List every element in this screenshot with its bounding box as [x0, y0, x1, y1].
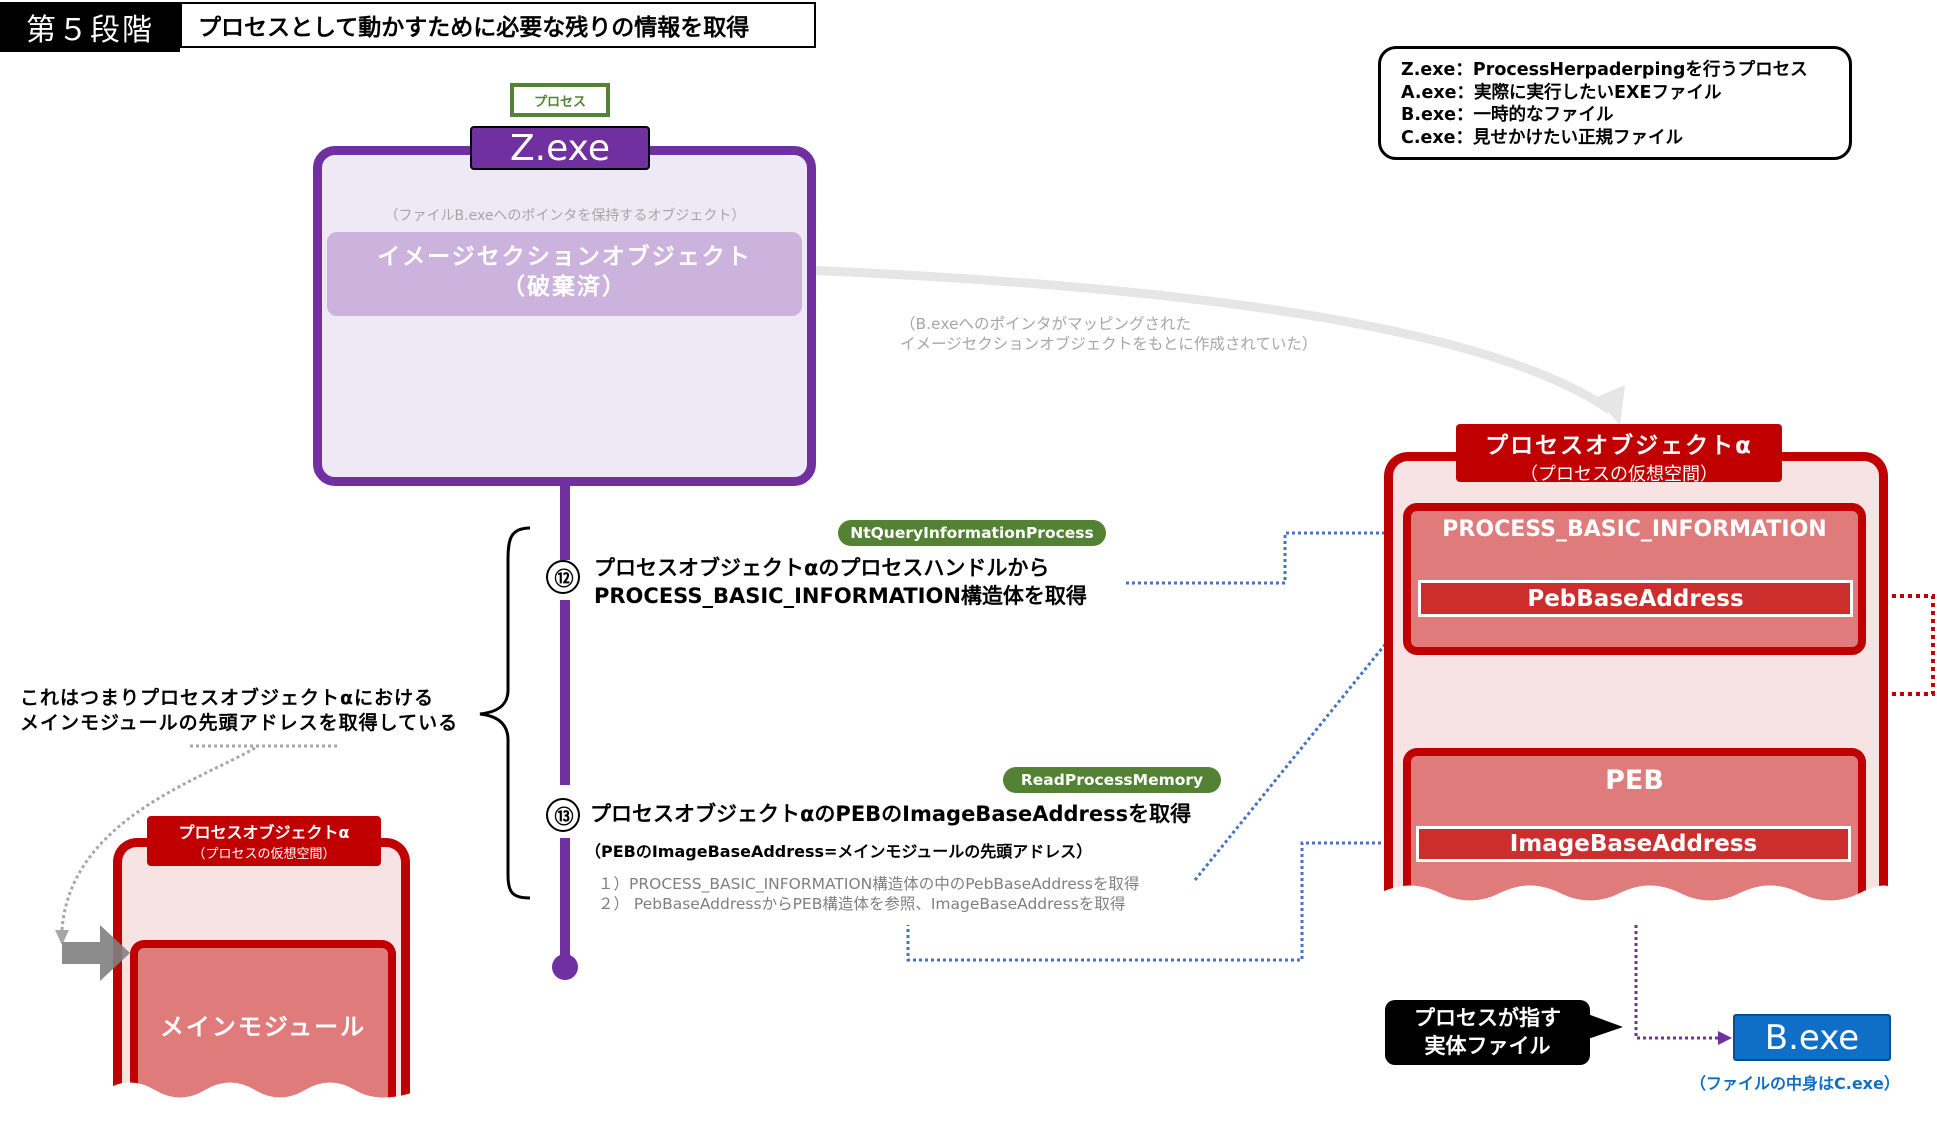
mapping-note: （B.exeへのポインタがマッピングされた イメージセクションオブジェクトをもと… [900, 315, 1318, 353]
step-13-details: １）PROCESS_BASIC_INFORMATION構造体の中のPebBase… [598, 875, 1140, 913]
z-process-name: Z.exe [470, 126, 650, 170]
legend-box: Z.exe：ProcessHerpaderpingを行うプロセス A.exe：実… [1378, 46, 1852, 160]
brace-note: これはつまりプロセスオブジェクトαにおける メインモジュールの先頭アドレスを取得… [20, 687, 459, 734]
b-exe-note: （ファイルの中身はC.exe） [1690, 1074, 1900, 1093]
step-number-12: ⑫ [546, 560, 580, 594]
curly-brace [479, 526, 531, 900]
step-12-text: プロセスオブジェクトαのプロセスハンドルから PROCESS_BASIC_INF… [594, 556, 1087, 608]
gray-curve-arrowhead [1595, 385, 1625, 425]
image-section-status: （破棄済） [502, 274, 627, 300]
stage-label: 第５段階 [0, 2, 180, 52]
z-process-box [313, 146, 816, 486]
legend-item-c: C.exe：見せかけたい正規ファイル [1401, 127, 1684, 148]
bexe-arrowhead [1718, 1031, 1732, 1045]
step-number-13: ⑬ [546, 798, 580, 832]
stage-title: プロセスとして動かすために必要な残りの情報を取得 [180, 2, 816, 48]
pbi-label: PROCESS_BASIC_INFORMATION [1442, 517, 1827, 542]
timeline-end-dot [552, 954, 578, 980]
step-13-text: プロセスオブジェクトαのPEBのImageBaseAddressを取得 [590, 802, 1192, 826]
process-tag: プロセス [510, 83, 610, 117]
api-pill-readprocessmemory: ReadProcessMemory [1003, 767, 1221, 793]
main-module-label: メインモジュール [159, 1012, 367, 1041]
pbi-struct-box: PROCESS_BASIC_INFORMATION [1403, 503, 1866, 655]
legend-item-a: A.exe：実際に実行したいEXEファイル [1401, 82, 1722, 103]
step-13-sub: （PEBのImageBaseAddress=メインモジュールの先頭アドレス） [585, 842, 1093, 861]
image-base-address-field: ImageBaseAddress [1416, 826, 1851, 862]
image-section-title: イメージセクションオブジェクト [377, 244, 752, 270]
process-alpha-small-header: プロセスオブジェクトα （プロセスの仮想空間） [147, 816, 381, 866]
peb-base-address-field: PebBaseAddress [1418, 580, 1853, 617]
callout-actual-file: プロセスが指す 実体ファイル [1385, 1000, 1590, 1065]
connector-peb-bexe [1634, 925, 1720, 1040]
legend-item-b: B.exe：一時的なファイル [1401, 105, 1614, 125]
peb-label: PEB [1605, 765, 1664, 796]
b-exe-file: B.exe [1733, 1014, 1891, 1061]
api-pill-ntqueryinformationprocess: NtQueryInformationProcess [838, 520, 1106, 546]
image-section-note: （ファイルB.exeへのポインタを保持するオブジェクト） [384, 208, 746, 224]
process-alpha-header: プロセスオブジェクトα （プロセスの仮想空間） [1456, 424, 1782, 485]
image-section-object: イメージセクションオブジェクト （破棄済） [327, 232, 802, 316]
legend-item-z: Z.exe：ProcessHerpaderpingを行うプロセス [1401, 60, 1808, 80]
main-module-box: メインモジュール [130, 940, 396, 1100]
